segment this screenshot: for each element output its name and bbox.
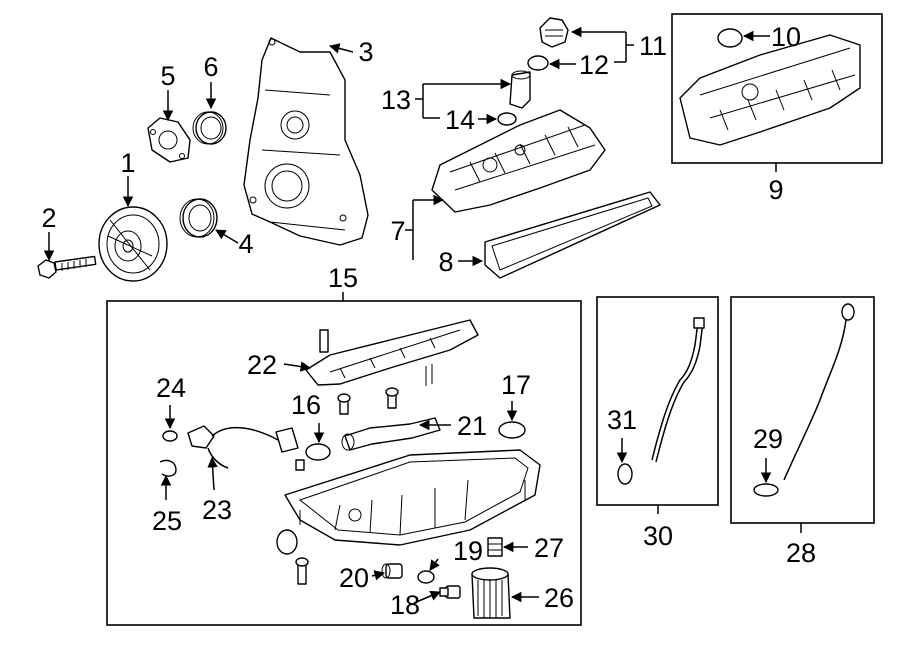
tray-bolts-part	[337, 387, 399, 415]
callout-2: 2	[41, 203, 56, 233]
dipstick-tube-part	[651, 317, 705, 463]
pan-bolt-part	[295, 557, 309, 585]
callout-1: 1	[120, 148, 135, 178]
oil-pan-box	[106, 300, 582, 626]
callout-31: 31	[607, 405, 637, 435]
callout-10: 10	[771, 22, 801, 52]
cover-seal-part	[192, 111, 227, 145]
callout-12: 12	[579, 50, 609, 80]
callout-24: 24	[156, 373, 186, 403]
callout-6: 6	[203, 52, 218, 82]
callout-19: 19	[453, 536, 483, 566]
callout-28: 28	[786, 538, 816, 568]
valve-cover-right-part	[679, 34, 861, 146]
tube-seal-part	[617, 463, 633, 485]
callout-7: 7	[390, 216, 405, 246]
harmonic-balancer-part	[98, 206, 168, 282]
callout-21: 21	[457, 411, 487, 441]
callout-15: 15	[328, 263, 358, 293]
oil-filter-part	[471, 567, 511, 619]
callout-8: 8	[438, 247, 453, 277]
front-seal-part	[179, 198, 218, 238]
leader-lines	[43, 26, 802, 604]
callout-11: 11	[639, 31, 667, 61]
callout-13: 13	[381, 85, 411, 115]
filler-tube-seal-part	[497, 112, 517, 126]
callout-3: 3	[358, 37, 373, 67]
valve-cover-gasket-part	[484, 191, 661, 279]
callout-14: 14	[445, 105, 475, 135]
cap-seal-part	[527, 55, 549, 71]
callout-29: 29	[753, 424, 783, 454]
filter-adapter-part	[487, 537, 503, 557]
callout-27: 27	[534, 533, 564, 563]
callout-22: 22	[247, 350, 277, 380]
dipstick-seal-part	[753, 483, 779, 497]
front-cover-seal-part	[498, 421, 526, 439]
timing-cover-part	[243, 37, 369, 246]
oil-filler-cap-part	[539, 17, 569, 48]
pickup-seal-part	[305, 443, 331, 461]
valve-cover-box	[671, 13, 883, 164]
windage-tray-part	[305, 319, 479, 386]
drain-plug-part	[381, 563, 403, 579]
sensor-clip-part	[159, 459, 177, 477]
callout-18: 18	[390, 590, 420, 620]
oil-pump-pickup-part	[341, 417, 441, 451]
callout-20: 20	[339, 563, 369, 593]
callout-4: 4	[238, 229, 253, 259]
callout-9: 9	[768, 175, 783, 205]
callout-16: 16	[291, 390, 321, 420]
rear-seal-part	[276, 529, 298, 555]
valve-cover-part	[431, 109, 606, 213]
callout-23: 23	[202, 495, 232, 525]
balancer-bolt-part	[37, 255, 97, 279]
callout-25: 25	[152, 506, 182, 536]
oil-filler-tube-part	[509, 70, 531, 109]
drain-washer-part	[417, 570, 435, 584]
oil-filler-seal-part	[717, 28, 743, 48]
oil-level-sensor-part	[187, 425, 305, 471]
callout-17: 17	[501, 370, 531, 400]
oil-pan-part	[284, 449, 541, 546]
dipstick-box	[730, 296, 875, 524]
dipstick-part	[783, 303, 855, 481]
sensor-seal-part	[162, 430, 178, 442]
callout-5: 5	[160, 61, 175, 91]
drain-bolt-part	[439, 585, 461, 599]
camshaft-sensor-cover-part	[147, 117, 191, 163]
callout-30: 30	[643, 521, 673, 551]
callout-26: 26	[544, 583, 574, 613]
